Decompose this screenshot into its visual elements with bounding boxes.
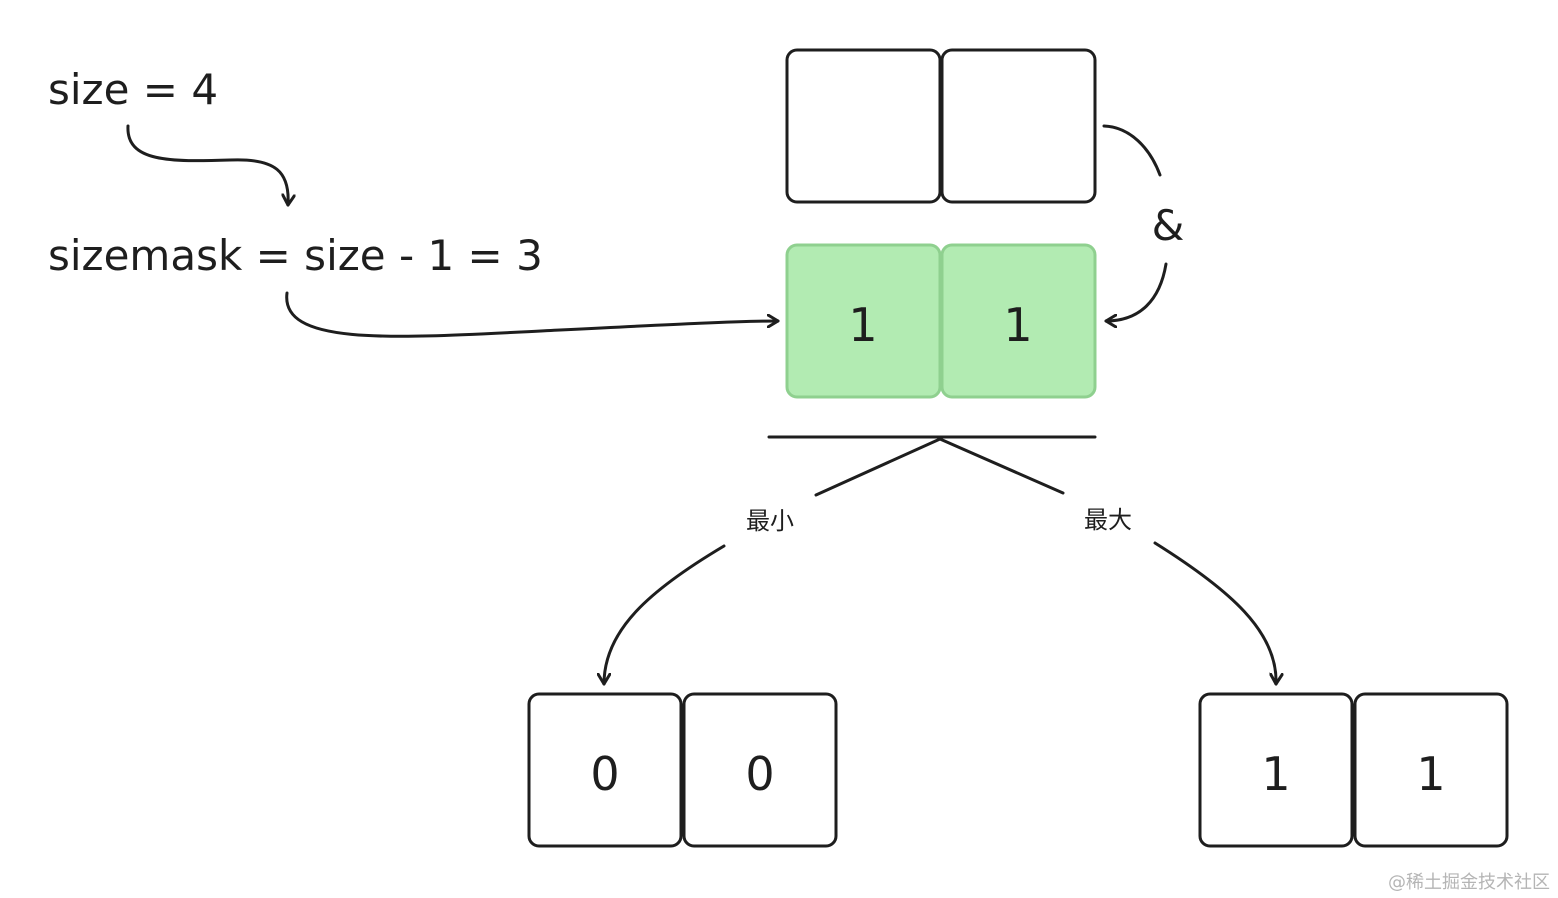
min-result-register: 0 0	[527, 692, 838, 848]
max-result-cell-0	[1198, 692, 1354, 848]
max-branch-arrow	[1153, 541, 1276, 686]
max-result-cell-1	[1353, 692, 1509, 848]
sizemask-expression: sizemask = size - 1 = 3	[48, 231, 543, 280]
max-result-register: 1 1	[1198, 692, 1509, 848]
mask-register-bit-1: 1	[1003, 298, 1032, 352]
max-branch-label: 最大	[1084, 506, 1132, 534]
size-to-sizemask-arrow	[126, 124, 288, 207]
min-branch-line	[814, 437, 942, 497]
mask-register-cell-1	[940, 243, 1097, 399]
size-expression: size = 4	[48, 65, 218, 114]
sizemask-to-mask-arrow	[285, 291, 780, 338]
max-result-bit-0: 1	[1261, 747, 1290, 801]
max-branch-line	[938, 437, 1065, 495]
and-arc-bottom-arrow	[1104, 262, 1168, 321]
mask-register-cell-0	[785, 243, 942, 399]
min-result-cell-1	[682, 692, 838, 848]
mask-register: 1 1	[785, 243, 1097, 399]
max-result-bit-1: 1	[1416, 747, 1445, 801]
and-operator: &	[1152, 201, 1185, 250]
top-register-cell-1	[940, 48, 1097, 204]
min-branch-arrow	[604, 544, 726, 686]
min-branch-label: 最小	[746, 507, 794, 535]
min-result-cell-0	[527, 692, 683, 848]
mask-register-bit-0: 1	[848, 298, 877, 352]
watermark: @稀土掘金技术社区	[1388, 872, 1550, 893]
top-register-cell-0	[785, 48, 942, 204]
top-register	[785, 48, 1097, 204]
and-arc-top	[1102, 124, 1162, 177]
min-result-bit-1: 0	[745, 747, 774, 801]
min-result-bit-0: 0	[590, 747, 619, 801]
